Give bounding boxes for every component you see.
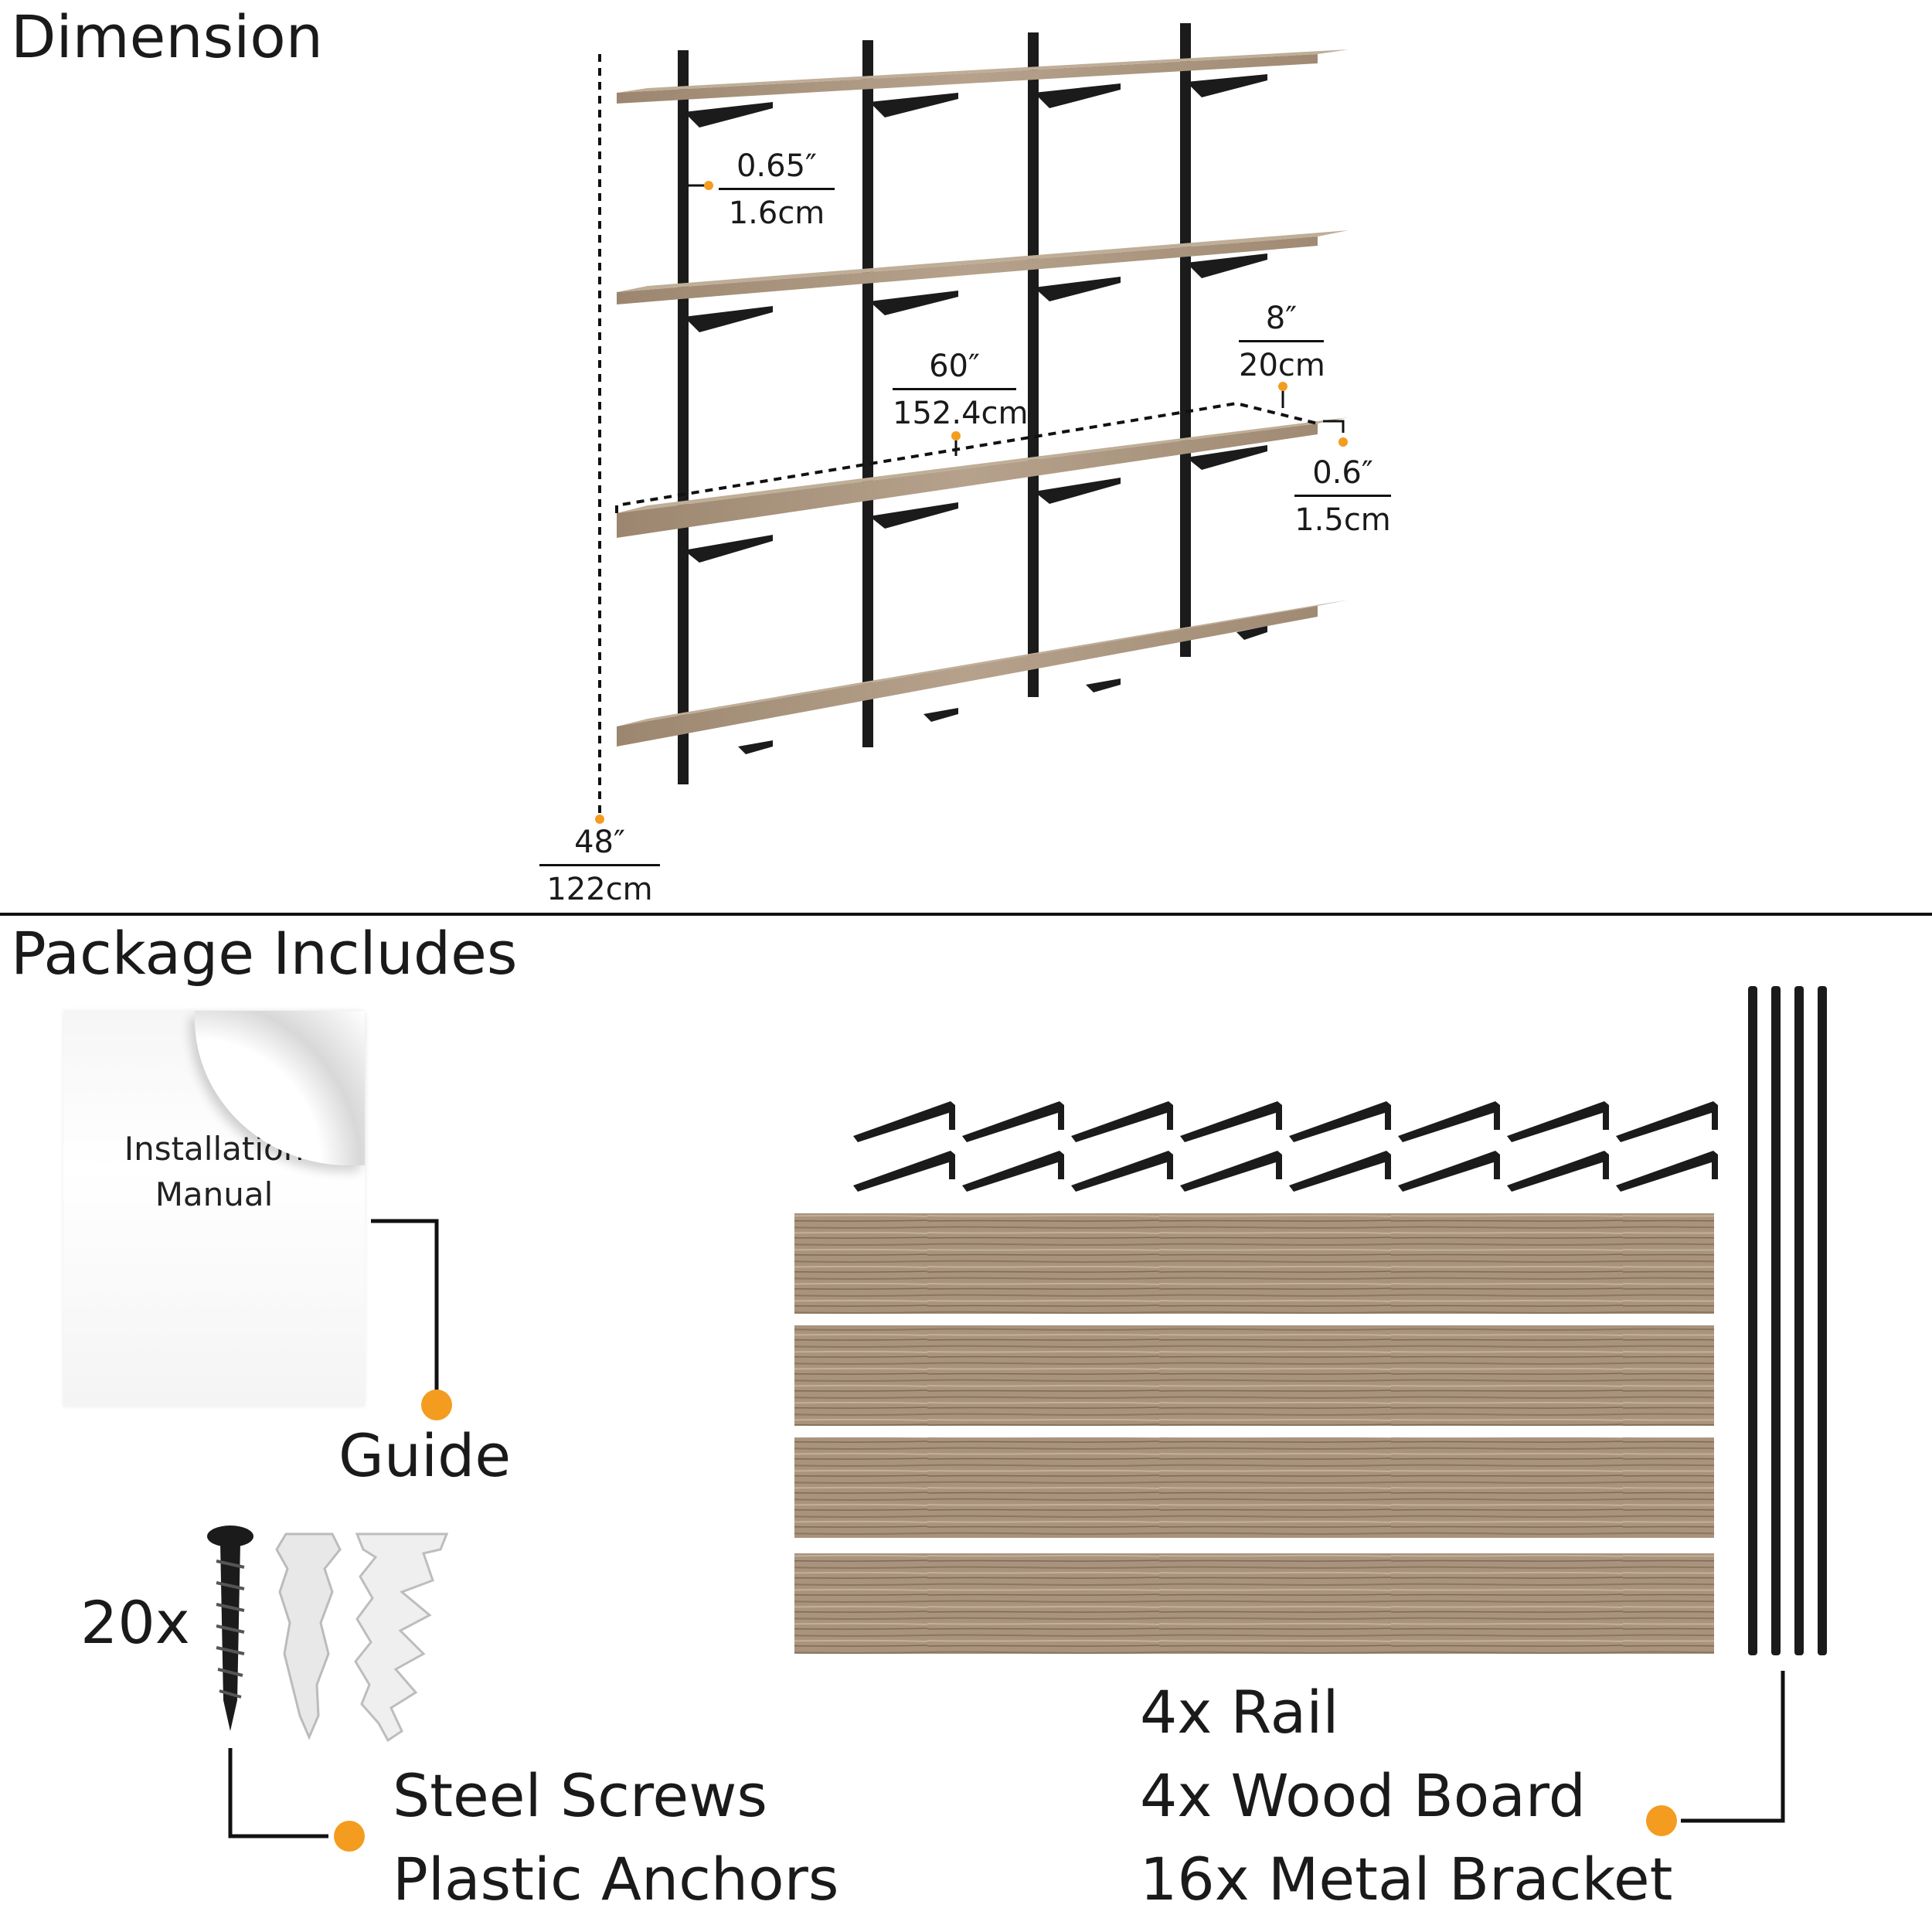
shelf-depth-label: 8″ 20cm: [1239, 301, 1325, 383]
depth-marker: [1278, 382, 1287, 391]
bracket-row-2: [853, 1151, 1718, 1192]
guide-caption: Guide: [338, 1421, 512, 1490]
loose-rail-2: [1771, 986, 1781, 1655]
screws-line2: Plastic Anchors: [393, 1845, 839, 1913]
parts-marker: [1646, 1805, 1677, 1836]
parts-line2: 4x Wood Board: [1140, 1761, 1586, 1830]
wood-boards: [794, 1213, 1714, 1654]
screws-count: 20x: [80, 1588, 190, 1657]
loose-brackets: [853, 1101, 1718, 1192]
rail-1: [678, 50, 689, 784]
rail-thickness-label: 0.65″ 1.6cm: [719, 151, 835, 229]
wood-board-4: [794, 1553, 1714, 1654]
diagram-brackets: [684, 74, 1267, 754]
drywall-anchor-icon: [354, 1532, 449, 1743]
parts-line1: 4x Rail: [1140, 1678, 1339, 1747]
wood-board-1: [794, 1213, 1714, 1314]
thickness-tick: [1323, 420, 1345, 433]
thickness-marker: [1338, 437, 1348, 447]
rail-3: [1028, 32, 1039, 697]
screws-marker: [334, 1821, 365, 1852]
dimension-title: Dimension: [11, 2, 323, 71]
board-thickness-label: 0.6″ 1.5cm: [1294, 455, 1391, 538]
shelf-4: [617, 600, 1349, 747]
screws-connector: [228, 1748, 328, 1838]
parts-connector: [1681, 1671, 1785, 1823]
loose-rails: [1748, 986, 1827, 1655]
rail-2: [862, 40, 873, 747]
rail-thickness-marker: [704, 181, 713, 190]
guide-marker: [421, 1389, 452, 1420]
parts-line3: 16x Metal Bracket: [1140, 1845, 1673, 1913]
rail-4: [1180, 23, 1191, 657]
guide-connector: [371, 1219, 439, 1399]
wood-board-3: [794, 1437, 1714, 1538]
plastic-anchor-icon: [275, 1532, 342, 1740]
rails: [678, 23, 1191, 784]
package-title: Package Includes: [11, 919, 518, 988]
screws-line1: Steel Screws: [393, 1761, 767, 1830]
length-dashed-line: [615, 401, 1318, 513]
section-divider: [0, 913, 1932, 916]
loose-rail-3: [1794, 986, 1804, 1655]
shelf-1: [617, 49, 1349, 104]
installation-manual: Installation Manual: [63, 1011, 365, 1406]
shelf-diagram: [595, 23, 1349, 824]
length-marker: [951, 431, 961, 440]
shelf-length-label: 60″ 152.4cm: [893, 349, 1029, 431]
wood-board-2: [794, 1325, 1714, 1426]
manual-line2: Manual: [155, 1175, 274, 1213]
bracket-row-1: [853, 1101, 1718, 1142]
loose-rail-1: [1748, 986, 1757, 1655]
height-marker: [595, 815, 604, 824]
shelf-3: [617, 417, 1349, 538]
screw-icon: [207, 1526, 253, 1731]
loose-rail-4: [1818, 986, 1827, 1655]
total-height-label: 48″ 122cm: [539, 827, 660, 905]
shelf-2: [617, 230, 1349, 304]
